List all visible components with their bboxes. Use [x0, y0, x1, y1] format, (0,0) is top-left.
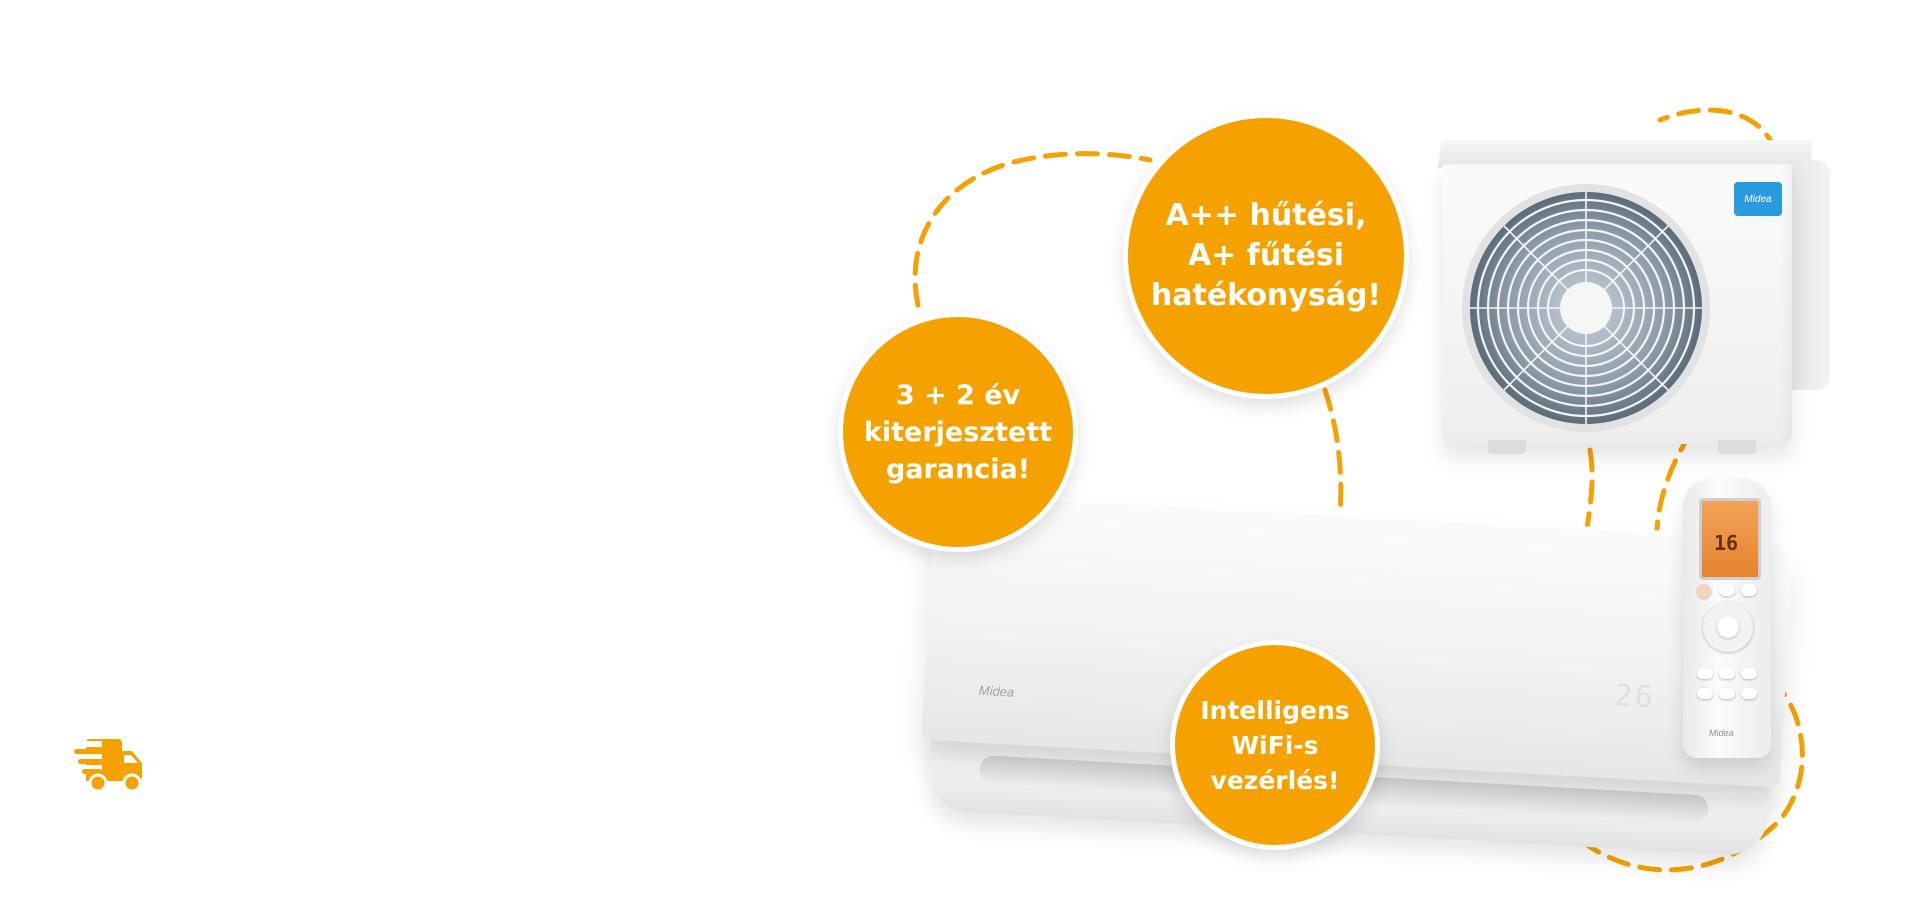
remote-display-value: 16 [1714, 531, 1739, 555]
wifi-control-badge-text: Intelligens WiFi-s vezérlés! [1200, 695, 1350, 795]
remote-control-image: 16 Midea [1683, 478, 1771, 758]
remote-timer-button [1697, 688, 1713, 699]
delivery-truck-icon [74, 739, 142, 793]
remote-sleep-button [1719, 668, 1735, 679]
fan-grille-icon [1462, 184, 1710, 432]
remote-turbo-button [1741, 668, 1757, 679]
remote-clean-button [1741, 688, 1757, 699]
wifi-control-badge: Intelligens WiFi-s vezérlés! [1170, 640, 1380, 850]
remote-screen: 16 [1699, 498, 1761, 580]
remote-fan-button [1697, 668, 1713, 679]
energy-efficiency-badge: A++ hűtési, A+ fűtési hatékonyság! [1123, 113, 1409, 399]
indoor-unit-logo: Midea [978, 682, 1015, 700]
indoor-unit-display: 26 [1613, 678, 1656, 716]
midea-logo-badge: Midea [1734, 182, 1782, 216]
remote-logo: Midea [1709, 728, 1734, 738]
warranty-badge: 3 + 2 év kiterjesztett garancia! [838, 312, 1078, 552]
outdoor-unit-feet [1478, 440, 1768, 456]
energy-efficiency-badge-text: A++ hűtési, A+ fűtési hatékonyság! [1150, 198, 1382, 313]
remote-swing-button [1741, 584, 1757, 596]
remote-led-button [1719, 688, 1735, 699]
remote-ok-button [1717, 616, 1739, 638]
outdoor-unit-side [1790, 160, 1830, 390]
remote-power-button [1697, 584, 1711, 598]
warranty-badge-text: 3 + 2 év kiterjesztett garancia! [863, 379, 1053, 485]
outdoor-unit-image: Midea [1438, 140, 1830, 454]
remote-mode-button [1719, 584, 1735, 596]
